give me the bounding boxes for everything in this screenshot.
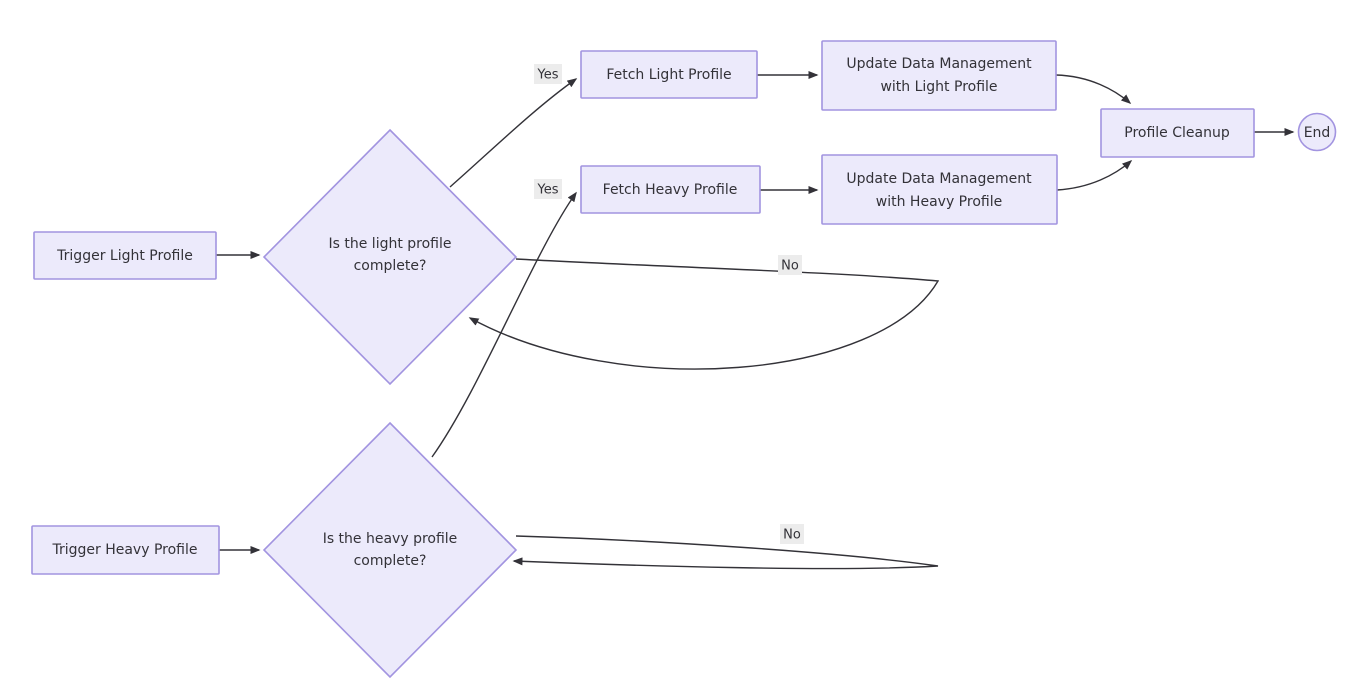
node-update-data-management-light-label-line1: Update Data Management	[846, 56, 1032, 72]
node-heavy-decision-label-line1: Is the heavy profile	[323, 531, 458, 547]
edge-label-yes-heavy: Yes	[534, 179, 562, 199]
node-fetch-light-profile-box[interactable]	[580, 50, 758, 99]
node-heavy-decision[interactable]: Is the heavy profile complete?	[262, 421, 518, 679]
edge-label-yes-light-bg	[534, 64, 562, 84]
node-trigger-heavy-profile[interactable]: Trigger Heavy Profile	[31, 525, 220, 575]
edge-heavy-decision-no-loop	[512, 535, 939, 570]
node-trigger-light-profile-label: Trigger Light Profile	[56, 248, 193, 264]
node-heavy-decision-label-line2: complete?	[354, 553, 427, 569]
edge-label-yes-heavy-text: Yes	[537, 183, 559, 198]
node-update-data-management-heavy-label-line1: Update Data Management	[846, 171, 1032, 187]
edges-layer	[216, 71, 1295, 570]
node-trigger-heavy-profile-label: Trigger Heavy Profile	[51, 542, 197, 558]
node-trigger-heavy-profile-box[interactable]	[31, 525, 220, 575]
edge-update-heavy-to-profile-cleanup	[1056, 160, 1133, 191]
edge-label-no-heavy-text: No	[783, 528, 801, 543]
node-fetch-heavy-profile[interactable]: Fetch Heavy Profile	[580, 165, 761, 214]
edge-label-no-light-text: No	[781, 259, 799, 274]
node-trigger-light-profile[interactable]: Trigger Light Profile	[33, 231, 217, 280]
edge-heavy-decision-to-fetch-heavy	[431, 191, 577, 458]
edge-label-no-light-bg	[778, 255, 802, 275]
node-update-data-management-heavy[interactable]: Update Data Management with Heavy Profil…	[821, 154, 1058, 225]
node-light-decision-label-line1: Is the light profile	[329, 236, 452, 252]
node-trigger-light-profile-box[interactable]	[33, 231, 217, 280]
edge-labels-layer: Yes Yes No No	[534, 64, 804, 544]
edge-label-yes-light: Yes	[534, 64, 562, 84]
node-light-decision[interactable]: Is the light profile complete?	[262, 128, 518, 386]
node-heavy-decision-diamond[interactable]	[262, 421, 518, 679]
edge-update-light-to-profile-cleanup	[1055, 74, 1132, 104]
node-update-data-management-light-box[interactable]	[821, 40, 1057, 111]
node-profile-cleanup-label: Profile Cleanup	[1124, 125, 1230, 141]
edge-label-yes-heavy-bg	[534, 179, 562, 199]
node-fetch-light-profile-label: Fetch Light Profile	[606, 67, 731, 83]
node-profile-cleanup-box[interactable]	[1100, 108, 1255, 158]
edge-label-no-heavy: No	[780, 524, 804, 544]
edge-light-decision-to-fetch-light	[449, 78, 578, 188]
edge-label-no-heavy-bg	[780, 524, 804, 544]
node-update-data-management-heavy-box[interactable]	[821, 154, 1058, 225]
node-update-data-management-heavy-label-line2: with Heavy Profile	[876, 194, 1002, 210]
node-light-decision-label-line2: complete?	[354, 258, 427, 274]
node-profile-cleanup[interactable]: Profile Cleanup	[1100, 108, 1255, 158]
node-fetch-heavy-profile-box[interactable]	[580, 165, 761, 214]
node-fetch-heavy-profile-label: Fetch Heavy Profile	[603, 182, 738, 198]
node-end-label: End	[1304, 125, 1331, 141]
edge-light-decision-no-loop	[468, 258, 940, 370]
edge-label-yes-light-text: Yes	[537, 68, 559, 83]
node-light-decision-diamond[interactable]	[262, 128, 518, 386]
node-update-data-management-light[interactable]: Update Data Management with Light Profil…	[821, 40, 1057, 111]
node-fetch-light-profile[interactable]: Fetch Light Profile	[580, 50, 758, 99]
edge-label-no-light: No	[778, 255, 802, 275]
node-end[interactable]: End	[1297, 112, 1337, 152]
node-end-circle[interactable]	[1297, 112, 1337, 152]
node-update-data-management-light-label-line2: with Light Profile	[880, 79, 997, 95]
nodes-layer: Trigger Light Profile Is the light profi…	[31, 40, 1337, 679]
